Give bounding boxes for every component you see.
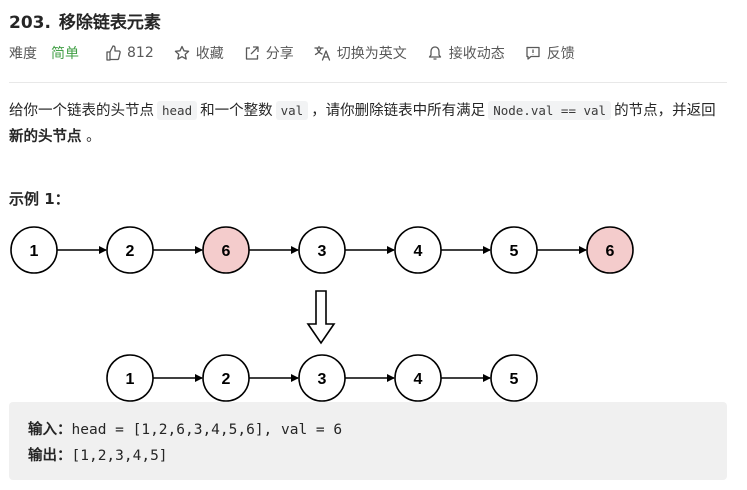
- after-node-label-1: 1: [126, 371, 135, 388]
- after-node-5: [490, 354, 538, 402]
- after-node-label-5: 5: [510, 371, 519, 388]
- code-head: head: [157, 101, 198, 120]
- example-title: 示例 1：: [9, 190, 70, 208]
- thumbs-up-icon: [106, 45, 121, 61]
- code-val: val: [275, 101, 309, 120]
- favorite-button[interactable]: 收藏: [174, 43, 224, 63]
- list-after: 1 2 3 4 5: [106, 354, 538, 402]
- before-node-label-1: 1: [30, 243, 39, 260]
- desc-text-4: 的节点，并返回: [614, 103, 716, 119]
- notify-label: 接收动态: [448, 46, 505, 62]
- after-node-2: [202, 354, 250, 402]
- example-io-box: 输入：head = [1,2,6,3,4,5,6], val = 6 输出：[1…: [9, 402, 727, 480]
- before-node-label-3: 6: [222, 243, 231, 260]
- before-node-label-5: 4: [414, 243, 423, 260]
- after-node-label-3: 3: [318, 371, 327, 388]
- share-button[interactable]: 分享: [244, 43, 294, 63]
- problem-meta-bar: 难度 简单 812 收藏 分享 切换为英文 接收动态 反馈: [9, 42, 595, 64]
- before-node-2: [106, 226, 154, 274]
- before-node-label-2: 2: [126, 243, 135, 260]
- after-node-4: [394, 354, 442, 402]
- feedback-label: 反馈: [546, 46, 575, 62]
- code-condition: Node.val == val: [488, 101, 612, 120]
- input-label: 输入：: [28, 422, 72, 438]
- after-node-label-4: 4: [414, 371, 423, 388]
- switch-language-button[interactable]: 切换为英文: [314, 43, 407, 63]
- bell-icon: [428, 46, 441, 60]
- desc-bold-new-head: 新的头节点: [9, 129, 82, 145]
- before-node-4: [298, 226, 346, 274]
- before-node-label-7: 6: [606, 243, 615, 260]
- output-value: [1,2,3,4,5]: [71, 448, 168, 464]
- before-node-3: [202, 226, 250, 274]
- before-node-7: [586, 226, 634, 274]
- before-node-6: [490, 226, 538, 274]
- share-icon: [245, 46, 259, 60]
- problem-number: 203.: [9, 13, 51, 33]
- share-label: 分享: [265, 46, 294, 62]
- difficulty-badge: 简单: [51, 46, 79, 62]
- linked-list-diagram: 1 2 6 3 4 5 6 1 2 3 4 5: [10, 226, 634, 402]
- before-node-5: [394, 226, 442, 274]
- feedback-icon: [526, 46, 540, 60]
- input-value: head = [1,2,6,3,4,5,6], val = 6: [71, 422, 343, 438]
- desc-text-1: 给你一个链表的头节点: [9, 103, 154, 119]
- before-node-1: [10, 226, 58, 274]
- desc-text-3: ，请你删除链表中所有满足: [311, 103, 486, 119]
- problem-name: 移除链表元素: [58, 13, 161, 33]
- like-count: 812: [127, 45, 154, 61]
- down-arrow-icon: [306, 290, 336, 345]
- list-before: 1 2 6 3 4 5 6: [10, 226, 634, 274]
- difficulty-label: 难度: [9, 46, 37, 62]
- after-node-label-2: 2: [222, 371, 231, 388]
- translate-icon: [314, 45, 330, 61]
- desc-text-2: 和一个整数: [200, 103, 273, 119]
- feedback-button[interactable]: 反馈: [525, 43, 575, 63]
- after-node-1: [106, 354, 154, 402]
- problem-title: 203. 移除链表元素: [9, 8, 161, 33]
- notify-button[interactable]: 接收动态: [427, 43, 505, 63]
- like-button[interactable]: 812: [105, 45, 154, 61]
- favorite-label: 收藏: [195, 46, 224, 62]
- switch-language-label: 切换为英文: [336, 46, 407, 62]
- desc-text-5: 。: [86, 129, 101, 145]
- output-line: 输出：[1,2,3,4,5]: [28, 444, 168, 465]
- before-node-label-6: 5: [510, 243, 519, 260]
- before-node-label-4: 3: [318, 243, 327, 260]
- output-label: 输出：: [28, 448, 72, 464]
- header-divider: [9, 82, 727, 83]
- input-line: 输入：head = [1,2,6,3,4,5,6], val = 6: [28, 418, 342, 439]
- star-icon: [174, 45, 189, 60]
- after-node-3: [298, 354, 346, 402]
